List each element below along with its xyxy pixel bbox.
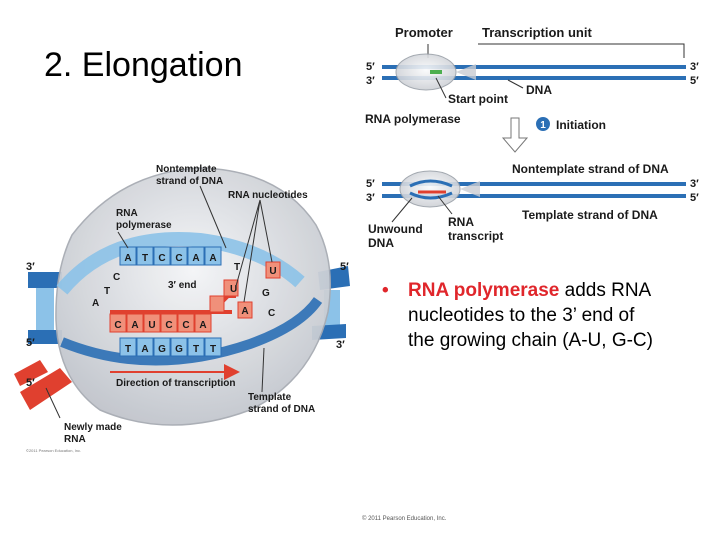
left-three-prime: 3′ bbox=[26, 261, 35, 273]
free-nucleotides: U A G C U T bbox=[230, 261, 281, 319]
dna2-bottom-strand bbox=[382, 194, 686, 198]
free-nucleotide: U bbox=[230, 284, 237, 295]
step-number: 1 bbox=[540, 120, 546, 131]
rna-polymerase-label-2: polymerase bbox=[116, 220, 172, 231]
elongation-diagram: 3′ 5′ 5′ 3′ A T C C A A C T bbox=[14, 164, 350, 453]
bottom-base: T bbox=[193, 344, 199, 355]
bullet-highlight: RNA polymerase bbox=[408, 280, 560, 301]
nontemplate-label-2: strand of DNA bbox=[156, 176, 223, 187]
initiation-label: Initiation bbox=[556, 118, 606, 132]
rna-base: A bbox=[131, 320, 138, 331]
template-strand-label: Template strand of DNA bbox=[522, 208, 658, 222]
copyright-footer: © 2011 Pearson Education, Inc. bbox=[362, 516, 447, 522]
bullet-body: adds RNA nucleotides to the 3’ end of th… bbox=[408, 280, 653, 351]
row2-three-prime-right: 3′ bbox=[690, 178, 699, 190]
bottom-base: T bbox=[210, 344, 216, 355]
nontemplate-label-1: Nontemplate bbox=[156, 164, 217, 175]
top-base: A bbox=[209, 253, 216, 264]
template-label-1: Template bbox=[248, 392, 292, 403]
dna-label: DNA bbox=[526, 83, 552, 97]
top-base: A bbox=[124, 253, 131, 264]
top-base-row: A T C C A A C T A bbox=[92, 246, 222, 309]
right-five-prime: 5′ bbox=[340, 261, 349, 273]
free-nucleotide: U bbox=[269, 266, 276, 277]
rna-base: C bbox=[114, 320, 121, 331]
unwound-label-1: Unwound bbox=[368, 222, 423, 236]
row1-three-prime: 3′ bbox=[366, 75, 375, 87]
bullet-text: RNA polymerase adds RNA nucleotides to t… bbox=[408, 278, 662, 353]
transcription-unit-bracket bbox=[478, 43, 685, 58]
free-nucleotide: G bbox=[262, 288, 270, 299]
bottom-base: T bbox=[125, 344, 131, 355]
top-base: A bbox=[192, 253, 199, 264]
free-nucleotide: C bbox=[268, 308, 275, 319]
side-base: C bbox=[113, 272, 120, 283]
transcription-unit-label: Transcription unit bbox=[482, 25, 592, 40]
right-three-prime: 3′ bbox=[336, 339, 345, 351]
dna-bottom-strand bbox=[382, 76, 686, 80]
top-diagram: Promoter Transcription unit 5′ 3′ 3′ 5′ … bbox=[365, 25, 699, 250]
three-prime-end-label: 3′ end bbox=[168, 280, 197, 291]
row1-three-prime-right: 3′ bbox=[690, 61, 699, 73]
row1-five-prime-right: 5′ bbox=[690, 75, 699, 87]
rna-transcript-label-2: transcript bbox=[448, 229, 503, 243]
left-helix-bottom bbox=[28, 330, 62, 344]
bottom-base-row: T A G G T T bbox=[119, 337, 222, 357]
row2-three-prime: 3′ bbox=[366, 192, 375, 204]
direction-label: Direction of transcription bbox=[116, 378, 235, 389]
small-copyright: ©2011 Pearson Education, Inc. bbox=[26, 448, 81, 453]
promoter-label: Promoter bbox=[395, 25, 453, 40]
free-nucleotide: T bbox=[234, 262, 240, 273]
start-point-label: Start point bbox=[448, 92, 508, 106]
template-label-2: strand of DNA bbox=[248, 404, 315, 415]
side-base: T bbox=[104, 286, 110, 297]
bullet-point: • RNA polymerase adds RNA nucleotides to… bbox=[382, 278, 662, 353]
row2-five-prime: 5′ bbox=[366, 178, 375, 190]
row1-five-prime: 5′ bbox=[366, 61, 375, 73]
template-strand bbox=[60, 297, 323, 366]
rna-base: C bbox=[182, 320, 189, 331]
bullet-dot: • bbox=[382, 280, 389, 301]
newly-made-label-2: RNA bbox=[64, 434, 86, 445]
top-base: T bbox=[142, 253, 148, 264]
top-base: C bbox=[158, 253, 165, 264]
nontemplate-strand-label: Nontemplate strand of DNA bbox=[512, 162, 669, 176]
unwound-label-2: DNA bbox=[368, 236, 394, 250]
rna-base: C bbox=[165, 320, 172, 331]
dna2-top-strand bbox=[382, 182, 686, 186]
rna-strand: C A U C C A bbox=[109, 279, 239, 333]
tail-five-prime: 5′ bbox=[26, 377, 35, 389]
bottom-base: A bbox=[141, 344, 148, 355]
step-badge bbox=[536, 117, 550, 131]
rna-transcript-label-1: RNA bbox=[448, 215, 474, 229]
left-helix-top bbox=[28, 272, 62, 288]
rna-nucleotides-label: RNA nucleotides bbox=[228, 190, 308, 201]
free-nucleotide: A bbox=[241, 306, 248, 317]
row2-five-prime-right: 5′ bbox=[690, 192, 699, 204]
rna-polymerase-label: RNA polymerase bbox=[365, 112, 461, 126]
newly-made-label-1: Newly made bbox=[64, 422, 122, 433]
dna-top-strand bbox=[382, 65, 686, 69]
start-point-marker bbox=[430, 70, 442, 74]
left-five-prime: 5′ bbox=[26, 337, 35, 349]
polymerase-bubble-1 bbox=[395, 53, 457, 91]
bottom-base: G bbox=[175, 344, 183, 355]
side-base: A bbox=[92, 298, 99, 309]
rna-base: A bbox=[199, 320, 206, 331]
down-arrow-icon bbox=[501, 117, 529, 153]
rna-base: U bbox=[148, 320, 155, 331]
slide-title: 2. Elongation bbox=[44, 46, 243, 84]
rna-polymerase-label-1: RNA bbox=[116, 208, 138, 219]
top-base: C bbox=[175, 253, 182, 264]
bottom-base: G bbox=[158, 344, 166, 355]
